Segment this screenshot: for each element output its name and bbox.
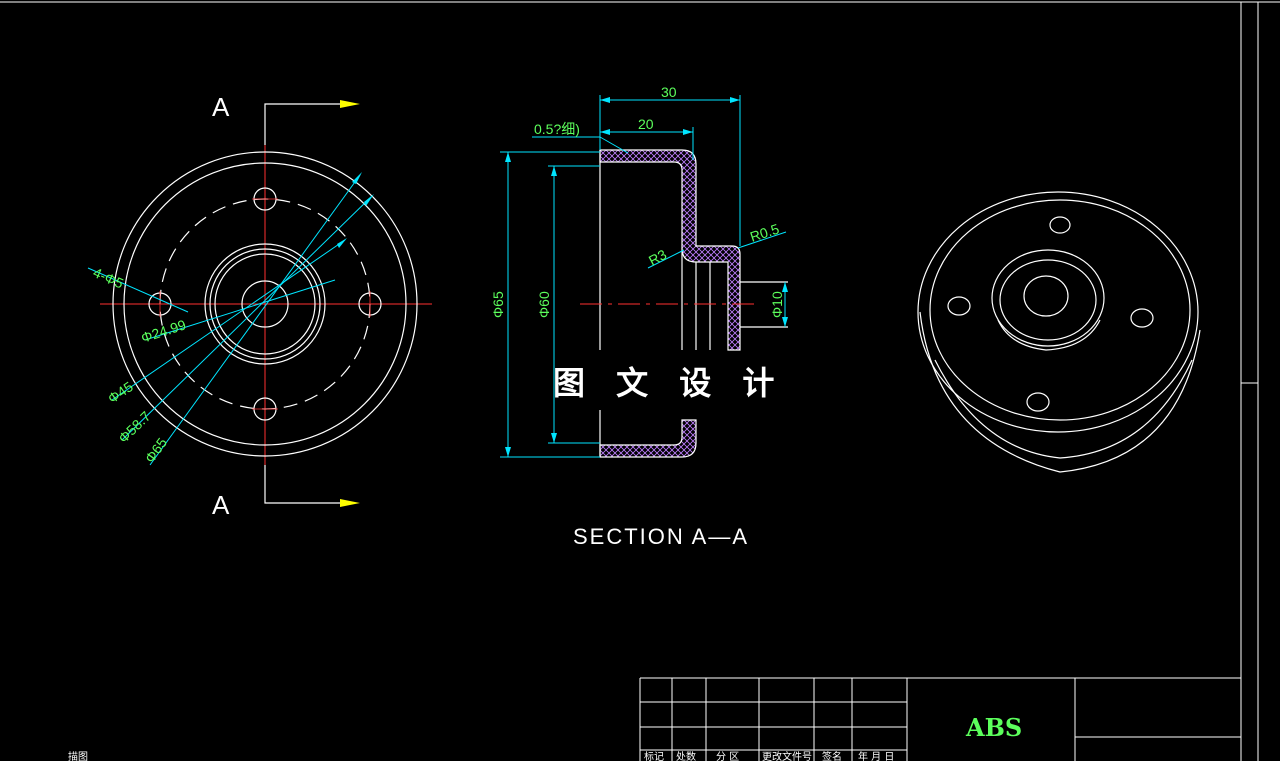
front-view: A A 4-Φ5 Φ24.99 Φ45 Φ58.7 Φ65 [87, 92, 432, 520]
title-block-headers: 标记 处数 分 区 更改文件号 签名 年 月 日 [644, 750, 894, 761]
section-dims [500, 95, 787, 458]
dim-d65-front: Φ65 [141, 435, 170, 466]
dim-d45: Φ45 [105, 378, 136, 406]
section-marker-top: A [212, 92, 230, 122]
hub-outer [204, 243, 326, 365]
dim-wall: 0.5?细) [534, 121, 580, 137]
dim-r05: R0.5 [748, 220, 781, 244]
left-note: 描图 [68, 750, 88, 761]
tb-header-mark: 标记 [644, 751, 664, 761]
watermark-text: 图 文 设 计 [553, 364, 784, 402]
bore-circle [241, 280, 289, 328]
isometric-view [917, 191, 1201, 473]
material-label: ABS [965, 713, 1022, 742]
dim-holes: 4-Φ5 [91, 264, 126, 291]
section-marker-bottom: A [212, 490, 230, 520]
dim-d65-section: Φ65 [490, 291, 506, 318]
tb-header-date: 年 月 日 [858, 750, 894, 761]
front-dim-leaders [87, 174, 373, 466]
tb-header-change: 更改文件号 [762, 750, 812, 761]
tb-header-sign: 签名 [822, 750, 842, 761]
section-view: 30 20 0.5?细) R3 R0.5 Φ65 Φ60 Φ10 图 文 设 计… [490, 84, 788, 549]
dim-r3: R3 [646, 246, 670, 269]
dim-d10: Φ10 [769, 291, 785, 318]
cutting-arrows [340, 100, 360, 507]
circle-d58 [123, 162, 407, 446]
dim-d58: Φ58.7 [115, 408, 154, 446]
cutting-plane [264, 103, 345, 504]
dim-d60: Φ60 [536, 291, 552, 318]
hub-mid [209, 248, 321, 360]
dim-20: 20 [638, 116, 654, 132]
title-block [639, 677, 1241, 761]
dim-30: 30 [661, 84, 677, 100]
tb-header-count: 处数 [676, 750, 696, 761]
hub-inner [214, 253, 316, 355]
outer-circle-d65 [112, 151, 418, 457]
section-title: SECTION A—A [573, 524, 749, 549]
tb-header-zone: 分 区 [716, 751, 739, 761]
dim-d24: Φ24.99 [139, 316, 188, 346]
section-shell-hatch [599, 149, 741, 351]
